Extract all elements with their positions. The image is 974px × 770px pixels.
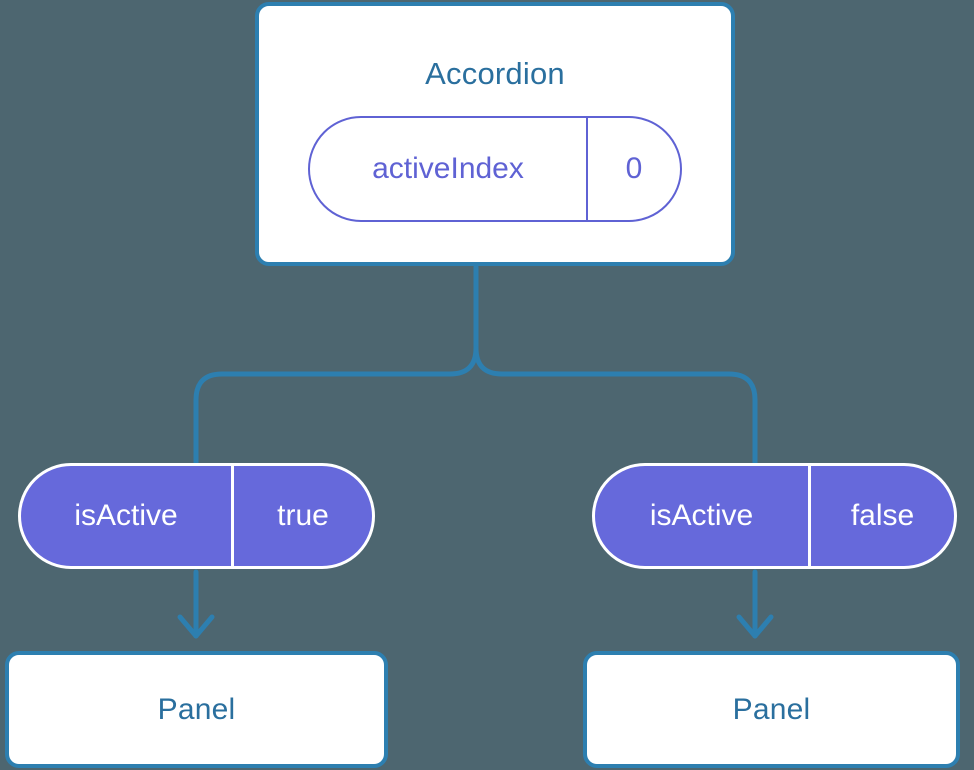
connector-branch-left (193, 345, 479, 471)
prop-pill-is-active-true[interactable]: isActive true (18, 463, 375, 569)
prop-pill-is-active-false[interactable]: isActive false (592, 463, 957, 569)
connector-branch-right (473, 345, 758, 471)
prop-pill-value: false (850, 499, 915, 532)
prop-pill-key: isActive (595, 466, 811, 566)
panel-title: Panel (732, 692, 811, 726)
panel-title: Panel (157, 692, 236, 726)
state-pill-value: 0 (625, 152, 643, 185)
component-box-panel-left[interactable]: Panel (5, 651, 388, 768)
arrow-head-left (177, 614, 215, 639)
prop-pill-value: true (277, 499, 329, 532)
accordion-title: Accordion (425, 56, 565, 91)
prop-pill-key: isActive (21, 466, 234, 566)
state-pill-active-index[interactable]: activeIndex 0 (308, 116, 682, 222)
arrow-head-right (736, 614, 774, 639)
component-box-panel-right[interactable]: Panel (583, 651, 960, 768)
state-pill-key: activeIndex (310, 118, 588, 220)
